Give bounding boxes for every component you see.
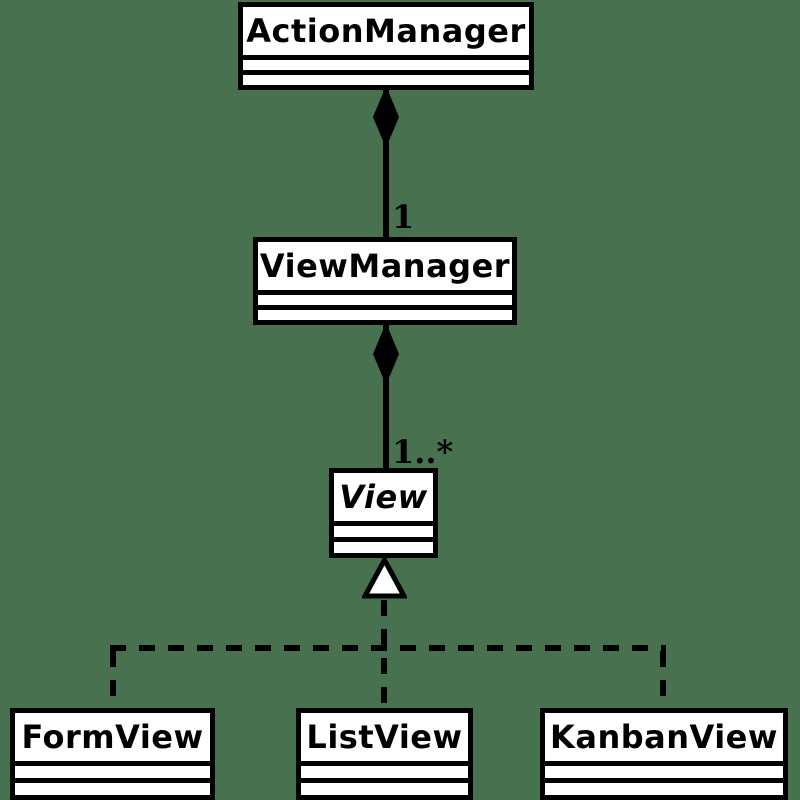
class-box-formview: FormView (10, 708, 215, 800)
composition-diamond-icon (373, 86, 399, 148)
class-name-formview: FormView (21, 718, 204, 756)
attributes-compartment (334, 521, 433, 537)
multiplicity-label: 1 (392, 198, 415, 236)
realization-edge-horizontal (110, 645, 666, 651)
attributes-compartment (545, 761, 783, 778)
attributes-compartment (15, 761, 210, 778)
methods-compartment (301, 778, 468, 795)
attributes-compartment (258, 290, 512, 305)
multiplicity-label: 1..* (392, 433, 454, 471)
realization-edge-formview-view (110, 651, 116, 708)
composition-edge-viewmanager-view (383, 325, 389, 468)
class-name-kanbanview: KanbanView (550, 718, 778, 756)
class-box-listview: ListView (296, 708, 473, 800)
class-name-viewmanager: ViewManager (259, 247, 511, 285)
realization-edge-kanbanview-view (660, 651, 666, 708)
realization-edge-listview-view (381, 600, 387, 708)
methods-compartment (334, 537, 433, 553)
attributes-compartment (301, 761, 468, 778)
class-name-actionmanager: ActionManager (246, 12, 526, 50)
methods-compartment (15, 778, 210, 795)
inheritance-arrow-icon (362, 556, 407, 599)
class-name-listview: ListView (306, 718, 463, 756)
class-name-view: View (339, 478, 428, 516)
attributes-compartment (243, 55, 529, 70)
class-box-kanbanview: KanbanView (540, 708, 788, 800)
class-box-actionmanager: ActionManager (238, 2, 534, 90)
class-box-view: View (329, 468, 438, 558)
methods-compartment (243, 70, 529, 85)
class-box-viewmanager: ViewManager (253, 237, 517, 325)
composition-diamond-icon (373, 323, 399, 385)
methods-compartment (258, 305, 512, 320)
methods-compartment (545, 778, 783, 795)
composition-edge-actionmanager-viewmanager (383, 88, 389, 237)
